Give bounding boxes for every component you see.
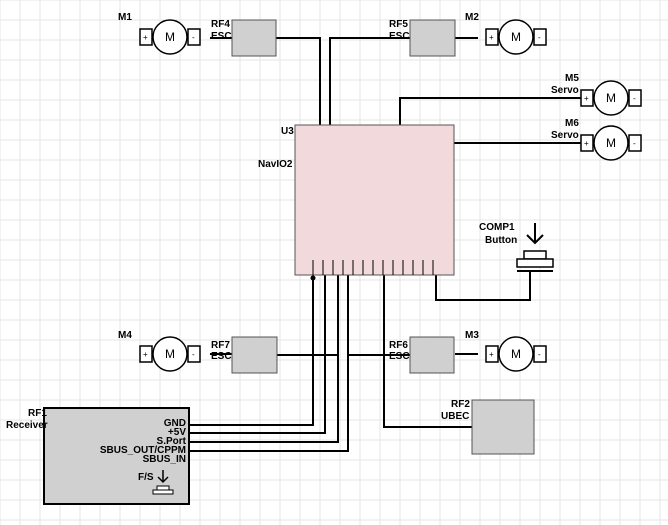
motor-m5-minus-terminal	[628, 89, 642, 107]
failsafe-button-icon[interactable]	[152, 485, 174, 495]
ubec-rf2[interactable]: RF2 UBEC	[441, 399, 535, 455]
esc-rf4-ref-label: RF4	[211, 19, 230, 30]
motor-m4-ref-label: M4	[118, 330, 132, 341]
receiver-pin-5v: +5V	[168, 427, 186, 438]
esc-rf7[interactable]: RF7 ESC	[211, 336, 278, 374]
motor-m6-symbol: M	[606, 136, 616, 150]
receiver-failsafe-label: F/S	[138, 472, 154, 483]
motor-m5-type-label: Servo	[551, 85, 579, 96]
esc-rf5-type-label: ESC	[389, 31, 410, 42]
motor-m1-minus-sign: -	[192, 33, 195, 42]
motor-icon	[498, 336, 534, 372]
button-type-label: Button	[485, 235, 517, 246]
motor-m5-symbol: M	[606, 91, 616, 105]
ubec-ref-label: RF2	[451, 399, 470, 410]
motor-m5-minus-sign: -	[633, 94, 636, 103]
receiver-pin-sport: S.Port	[157, 436, 187, 447]
motor-m3-minus-terminal	[533, 345, 547, 363]
receiver-type-label: Receiver	[6, 420, 48, 431]
motor-m2-minus-sign: -	[538, 33, 541, 42]
motor-m3-plus-terminal	[485, 345, 499, 363]
motor-m2-minus-terminal	[533, 28, 547, 46]
push-button-icon	[516, 250, 554, 272]
motor-m1-minus-terminal	[187, 28, 201, 46]
motor-m4-plus-sign: +	[143, 350, 148, 359]
motor-m4-minus-sign: -	[192, 350, 195, 359]
motor-m5-plus-terminal	[580, 89, 594, 107]
navio2-board[interactable]: U3 NavIO2	[258, 124, 455, 276]
navio2-ref-label: U3	[281, 126, 294, 137]
motor-m6-plus-sign: +	[584, 139, 589, 148]
motor-m2-plus-sign: +	[489, 33, 494, 42]
motor-icon	[593, 80, 629, 116]
motor-m4-plus-terminal	[139, 345, 153, 363]
motor-m2-symbol: M	[511, 30, 521, 44]
motor-m3-symbol: M	[511, 347, 521, 361]
arrow-down-icon	[526, 223, 544, 245]
motor-m3[interactable]: M3 + - M	[465, 330, 547, 372]
motor-m1-plus-terminal	[139, 28, 153, 46]
button-ref-label: COMP1	[479, 222, 515, 233]
failsafe-arrow-icon	[157, 470, 169, 484]
motor-m4-minus-terminal	[187, 345, 201, 363]
motor-m2-plus-terminal	[485, 28, 499, 46]
motor-m1-ref-label: M1	[118, 12, 132, 23]
esc-rf6[interactable]: RF6 ESC	[389, 336, 455, 374]
motor-icon	[593, 125, 629, 161]
motor-icon	[152, 19, 188, 55]
esc-rf5-ref-label: RF5	[389, 19, 408, 30]
receiver-pin-gnd: GND	[164, 418, 186, 429]
motor-m3-minus-sign: -	[538, 350, 541, 359]
motor-icon	[498, 19, 534, 55]
receiver-ref-label: RF1	[28, 408, 47, 419]
motor-m1-plus-sign: +	[143, 33, 148, 42]
motor-m4-symbol: M	[165, 347, 175, 361]
esc-rf4-type-label: ESC	[211, 31, 232, 42]
receiver-pin-sbus-out: SBUS_OUT/CPPM	[100, 445, 186, 456]
motor-m5-plus-sign: +	[584, 94, 589, 103]
esc-rf6-type-label: ESC	[389, 351, 410, 362]
button-comp1[interactable]: COMP1 Button	[479, 222, 554, 272]
motor-m2[interactable]: M2 + - M	[465, 12, 547, 55]
motor-m2-ref-label: M2	[465, 12, 479, 23]
esc-rf4[interactable]: RF4 ESC	[211, 19, 277, 57]
receiver-pin-sbus-in: SBUS_IN	[143, 454, 186, 465]
motor-m3-ref-label: M3	[465, 330, 479, 341]
motor-m6-minus-sign: -	[633, 139, 636, 148]
motor-m1[interactable]: M1 + - M	[118, 12, 201, 55]
motor-m6-type-label: Servo	[551, 130, 579, 141]
motor-m4[interactable]: M4 + - M	[118, 330, 201, 372]
motor-m6-ref-label: M6	[565, 118, 579, 129]
motor-m6-minus-terminal	[628, 134, 642, 152]
motor-m3-plus-sign: +	[489, 350, 494, 359]
navio2-type-label: NavIO2	[258, 159, 293, 170]
esc-rf6-ref-label: RF6	[389, 340, 408, 351]
esc-rf7-ref-label: RF7	[211, 340, 230, 351]
motor-m1-symbol: M	[165, 30, 175, 44]
esc-rf7-type-label: ESC	[211, 351, 232, 362]
receiver-rf1[interactable]: RF1 Receiver GND +5V S.Port SBUS_OUT/CPP…	[6, 407, 190, 505]
navio2-pin-header	[312, 260, 434, 275]
motor-icon	[152, 336, 188, 372]
ubec-type-label: UBEC	[441, 411, 469, 422]
motor-m6-plus-terminal	[580, 134, 594, 152]
motor-m5-ref-label: M5	[565, 73, 579, 84]
esc-rf5[interactable]: RF5 ESC	[389, 19, 456, 57]
